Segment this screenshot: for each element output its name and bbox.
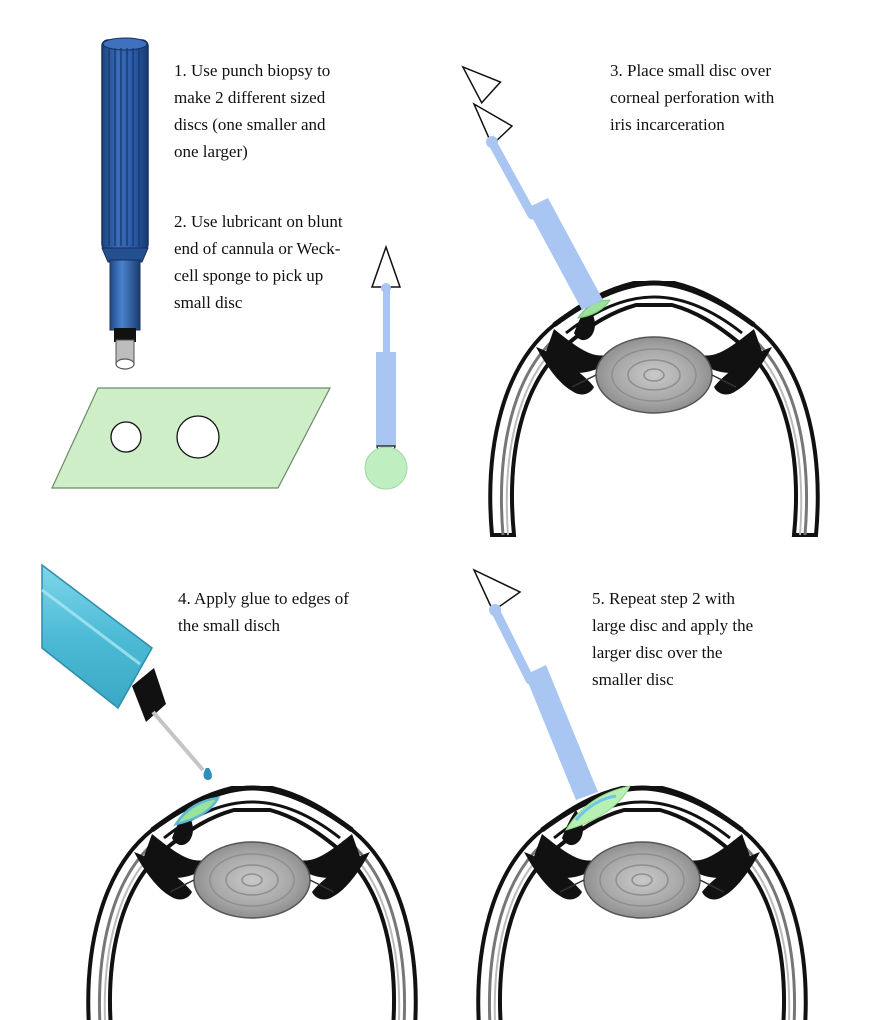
step-4-line-2: the small disch bbox=[178, 616, 280, 635]
step-5-line-1: 5. Repeat step 2 with bbox=[592, 589, 736, 608]
step-2-line-4: small disc bbox=[174, 293, 243, 312]
cannula-with-disc bbox=[364, 244, 408, 490]
step-1-line-4: one larger) bbox=[174, 142, 248, 161]
step-5-line-3: larger disc over the bbox=[592, 643, 723, 662]
glue-bottle bbox=[41, 563, 212, 780]
step-2-text: 2. Use lubricant on blunt end of cannula… bbox=[174, 208, 343, 316]
step-3-line-2: corneal perforation with bbox=[610, 88, 775, 107]
step-3-line-1: 3. Place small disc over bbox=[610, 61, 771, 80]
step-1-line-1: 1. Use punch biopsy to bbox=[174, 61, 331, 80]
step-3-line-3: iris incarceration bbox=[610, 115, 725, 134]
step-2-line-3: cell sponge to pick up bbox=[174, 266, 324, 285]
step-2-line-1: 2. Use lubricant on blunt bbox=[174, 212, 343, 231]
eye-panel-5 bbox=[472, 568, 806, 1020]
punch-biopsy-tool bbox=[101, 37, 149, 370]
large-disc-hole bbox=[176, 415, 220, 459]
eye-panel-3 bbox=[461, 65, 818, 535]
step-5-text: 5. Repeat step 2 with large disc and app… bbox=[592, 585, 753, 693]
eye-panel-4 bbox=[88, 788, 415, 1020]
small-disc-hole bbox=[110, 421, 142, 453]
step-5-line-2: large disc and apply the bbox=[592, 616, 754, 635]
step-4-line-1: 4. Apply glue to edges of bbox=[178, 589, 349, 608]
step-3-text: 3. Place small disc over corneal perfora… bbox=[610, 57, 774, 138]
step-5-line-4: smaller disc bbox=[592, 670, 674, 689]
step-1-line-2: make 2 different sized bbox=[174, 88, 326, 107]
step-1-text: 1. Use punch biopsy to make 2 different … bbox=[174, 57, 330, 165]
step-4-text: 4. Apply glue to edges of the small disc… bbox=[178, 585, 349, 639]
step-2-line-2: end of cannula or Weck- bbox=[174, 239, 341, 258]
membrane-sheet bbox=[51, 387, 331, 489]
step-1-line-3: discs (one smaller and bbox=[174, 115, 326, 134]
